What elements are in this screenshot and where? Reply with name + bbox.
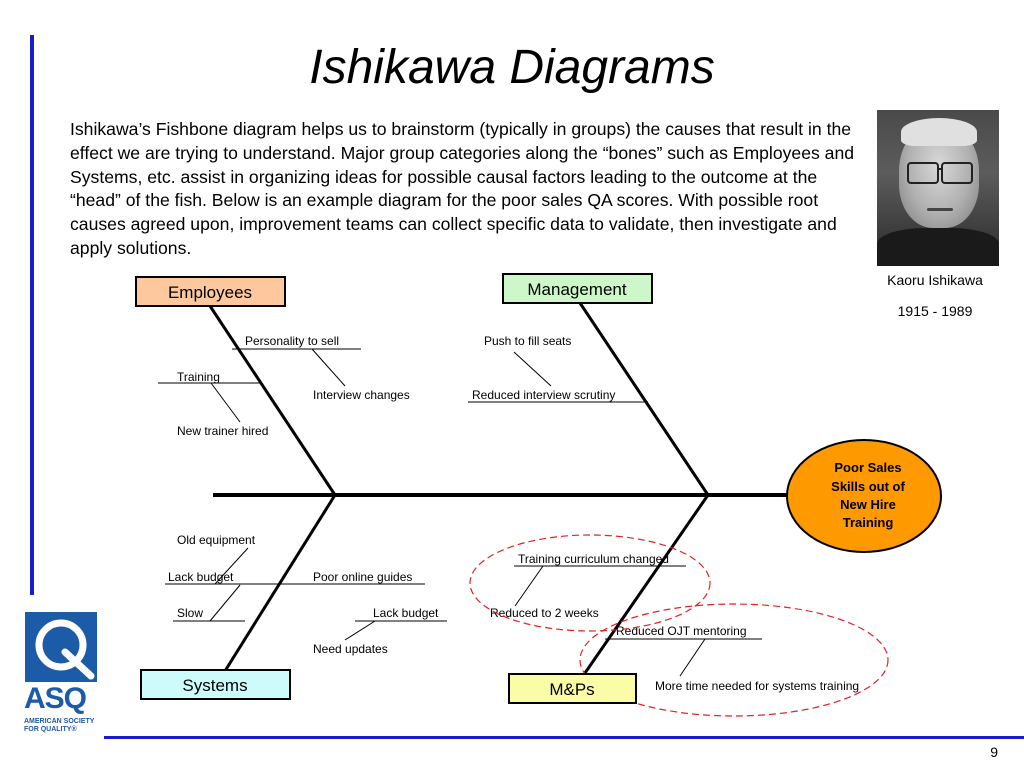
fish-head-effect: Poor Sales Skills out of New Hire Traini…	[786, 439, 942, 553]
cause-connector-push-seats	[513, 351, 552, 387]
portrait-body	[877, 228, 999, 266]
asq-logo-subtext-line1: AMERICAN SOCIETY	[24, 718, 95, 725]
category-box-systems: Systems	[140, 669, 291, 700]
cause-connector-interview-changes	[311, 348, 346, 387]
cause-slow: Slow	[177, 606, 203, 620]
category-box-mps: M&Ps	[508, 673, 637, 704]
category-box-management: Management	[502, 273, 653, 304]
cause-push-to-fill-seats: Push to fill seats	[484, 334, 571, 348]
category-box-employees: Employees	[135, 276, 286, 307]
fish-head-line-2: Skills out of	[831, 479, 905, 494]
cause-personality-to-sell: Personality to sell	[245, 334, 339, 348]
category-box-employees-bg	[135, 276, 286, 307]
cause-more-time-systems-training: More time needed for systems training	[655, 679, 859, 693]
category-box-systems-bg	[140, 669, 291, 700]
cause-connector-old-equipment	[214, 547, 249, 585]
category-label-mps: M&Ps	[549, 680, 594, 699]
bone-management	[578, 302, 710, 496]
fish-head-ellipse	[786, 439, 942, 553]
fish-head-line-1: Poor Sales	[834, 460, 901, 475]
cause-poor-online-guides: Poor online guides	[313, 570, 412, 584]
category-label-systems: Systems	[182, 676, 247, 695]
cause-lack-budget-2: Lack budget	[373, 606, 439, 620]
cause-need-updates: Need updates	[313, 642, 388, 656]
cause-interview-changes: Interview changes	[313, 388, 410, 402]
cause-reduced-to-2-weeks: Reduced to 2 weeks	[490, 606, 599, 620]
page-number: 9	[990, 744, 998, 760]
asq-logo-text: ASQ	[24, 682, 87, 715]
fish-head-line-3: New Hire	[840, 497, 896, 512]
cause-connector-slow	[209, 584, 241, 622]
category-box-management-bg	[502, 273, 653, 304]
cause-lack-budget-1: Lack budget	[168, 570, 234, 584]
portrait-mouth	[927, 208, 953, 211]
photo-caption-name: Kaoru Ishikawa	[887, 272, 983, 288]
highlight-ellipse-curriculum	[469, 534, 711, 632]
cause-old-equipment: Old equipment	[177, 533, 256, 547]
portrait-glasses-left	[907, 162, 939, 184]
portrait-glasses-bridge	[937, 168, 943, 170]
intro-paragraph: Ishikawa’s Fishbone diagram helps us to …	[70, 119, 855, 258]
highlight-ellipse-ojt	[579, 603, 889, 717]
cause-connector-new-trainer	[210, 382, 241, 423]
cause-new-trainer-hired: New trainer hired	[177, 424, 268, 438]
bone-employees	[208, 305, 337, 496]
category-label-management: Management	[527, 280, 627, 299]
left-accent-bar	[30, 35, 34, 595]
q-icon	[35, 619, 95, 680]
bone-mps	[583, 494, 710, 674]
cause-connector-reduced-2-weeks	[514, 565, 544, 607]
photo-caption-years: 1915 - 1989	[897, 303, 973, 319]
cause-training-curriculum-changed: Training curriculum changed	[518, 552, 669, 566]
asq-logo-subtext: AMERICAN SOCIETY FOR QUALITY®	[24, 718, 104, 734]
cause-connector-more-time	[679, 638, 706, 677]
bone-systems	[223, 494, 337, 672]
portrait-glasses-right	[941, 162, 973, 184]
cause-training: Training	[177, 370, 220, 384]
cause-reduced-interview-scrutiny: Reduced interview scrutiny	[472, 388, 615, 402]
portrait-photo	[877, 110, 999, 266]
asq-logo: ASQ AMERICAN SOCIETY FOR QUALITY®	[20, 612, 100, 733]
cause-reduced-ojt-mentoring: Reduced OJT mentoring	[616, 624, 747, 638]
category-label-employees: Employees	[168, 283, 252, 302]
cause-connector-need-updates	[344, 620, 376, 641]
asq-logo-subtext-line2: FOR QUALITY®	[24, 726, 77, 733]
asq-logo-mark	[25, 612, 97, 682]
bottom-accent-bar	[104, 736, 1024, 739]
category-box-mps-bg	[508, 673, 637, 704]
slide-title: Ishikawa Diagrams	[309, 41, 715, 94]
portrait-hair	[901, 118, 977, 146]
fish-head-line-4: Training	[843, 515, 894, 530]
